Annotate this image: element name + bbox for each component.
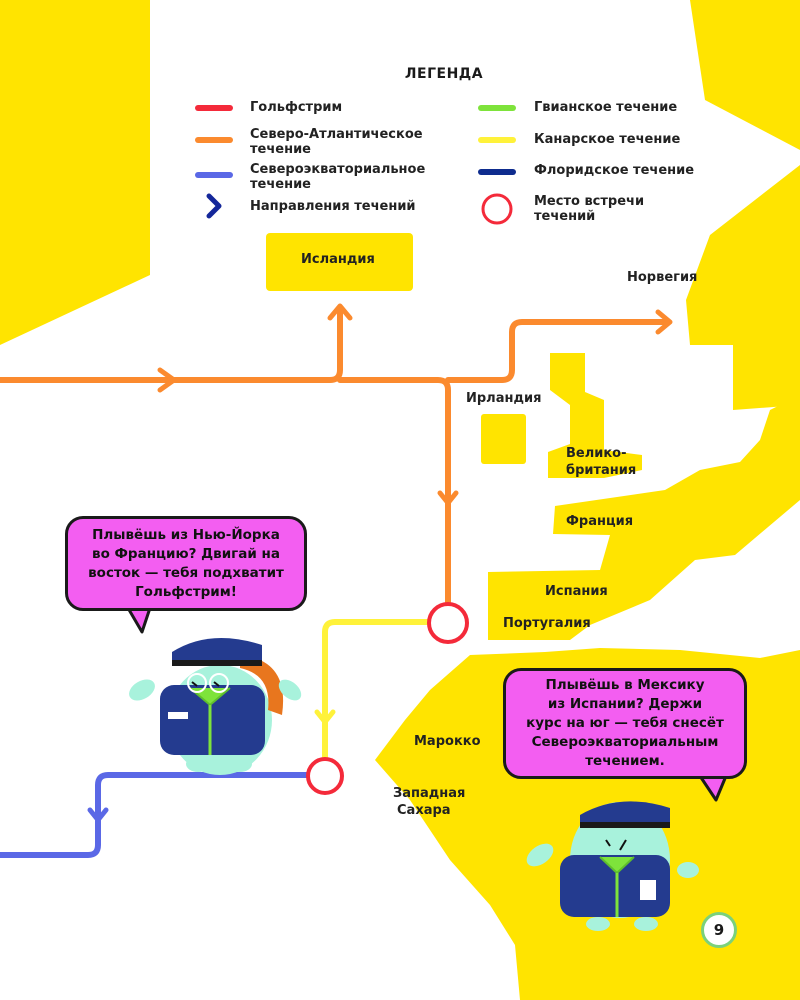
- arrow-south-icon: [314, 709, 336, 725]
- bubble-left-tail: [126, 606, 152, 634]
- bubble-left-line: восток — тебя подхватит: [88, 564, 284, 581]
- speech-bubble-left: Плывёшь из Нью-Йорка во Францию? Двигай …: [65, 516, 307, 611]
- legend-swatch-north-equatorial: [195, 172, 233, 178]
- bubble-right-line: Североэкваториальным: [531, 734, 719, 750]
- legend-chevron-right-icon: [206, 193, 222, 219]
- label-iceland: Исландия: [301, 252, 375, 267]
- bubble-right-line: из Испании? Держи: [547, 696, 703, 712]
- currents: [0, 309, 671, 858]
- arrow-south-icon: [87, 807, 109, 823]
- bubble-right-line: курс на юг — тебя снесёт: [526, 715, 724, 731]
- mascot-right-sailor-icon: [526, 801, 699, 931]
- legend-item-guiana: Гвианское течение: [534, 100, 678, 115]
- legend-swatch-north-atlantic: [195, 137, 233, 143]
- legend-swatch-guiana: [478, 105, 516, 111]
- land-europe: [488, 395, 800, 640]
- page-number: 9: [701, 912, 737, 948]
- legend-item-directions: Направления течений: [250, 199, 416, 214]
- legend-title: ЛЕГЕНДА: [404, 66, 484, 82]
- mascot-left-sailor-icon: [129, 637, 302, 775]
- direction-arrows: [87, 303, 673, 823]
- label-france: Франция: [566, 514, 634, 529]
- bubble-right-line: Плывёшь в Мексику: [545, 677, 705, 693]
- bubble-left-line: во Францию? Двигай на: [92, 545, 280, 562]
- arrow-north-icon: [327, 303, 353, 321]
- land-iceland: [266, 233, 413, 291]
- label-western-sahara-line2: Сахара: [397, 803, 451, 818]
- legend-item-canary: Канарское течение: [534, 132, 681, 147]
- label-morocco: Марокко: [414, 734, 481, 749]
- canary-current: [322, 619, 435, 765]
- bubble-right-line: течением.: [585, 753, 665, 769]
- current-meeting-point-icon: [306, 757, 344, 795]
- north-equatorial-current: [0, 772, 311, 858]
- label-spain: Испания: [545, 584, 608, 599]
- bubble-left-line: Гольфстрим!: [135, 583, 237, 600]
- land-great-britain: [548, 353, 642, 478]
- label-portugal: Португалия: [503, 616, 591, 631]
- legend-item-florida: Флоридское течение: [534, 163, 695, 178]
- legend-circle-icon: [481, 193, 513, 225]
- label-great-britain-line2: британия: [566, 463, 637, 478]
- current-meeting-point-icon: [427, 602, 469, 644]
- north-atlantic-current: [0, 309, 671, 615]
- legend-swatch-canary: [478, 137, 516, 143]
- land-scandinavia: [686, 165, 800, 410]
- arrow-east-icon: [655, 309, 673, 335]
- label-western-sahara-line1: Западная: [393, 786, 466, 801]
- legend-item-gulf-stream: Гольфстрим: [250, 100, 343, 115]
- land-top-left: [0, 0, 150, 345]
- label-ireland: Ирландия: [466, 391, 542, 406]
- legend-item-meeting-point: Место встречи течений: [534, 194, 645, 224]
- land-ireland: [481, 414, 526, 464]
- land-top-right: [690, 0, 800, 150]
- speech-bubble-right: Плывёшь в Мексику из Испании? Держи курс…: [503, 668, 747, 779]
- bubble-left-line: Плывёшь из Нью-Йорка: [92, 526, 280, 543]
- legend-swatch-florida: [478, 169, 516, 175]
- legend-item-north-atlantic: Северо-Атлантическое течение: [250, 127, 423, 157]
- label-norway: Норвегия: [627, 270, 698, 285]
- label-great-britain-line1: Велико-: [566, 446, 627, 461]
- legend-swatch-gulf-stream: [195, 105, 233, 111]
- legend-item-north-equatorial: Североэкваториальное течение: [250, 162, 426, 192]
- arrow-south-icon: [437, 490, 459, 506]
- arrow-east-icon: [157, 367, 177, 393]
